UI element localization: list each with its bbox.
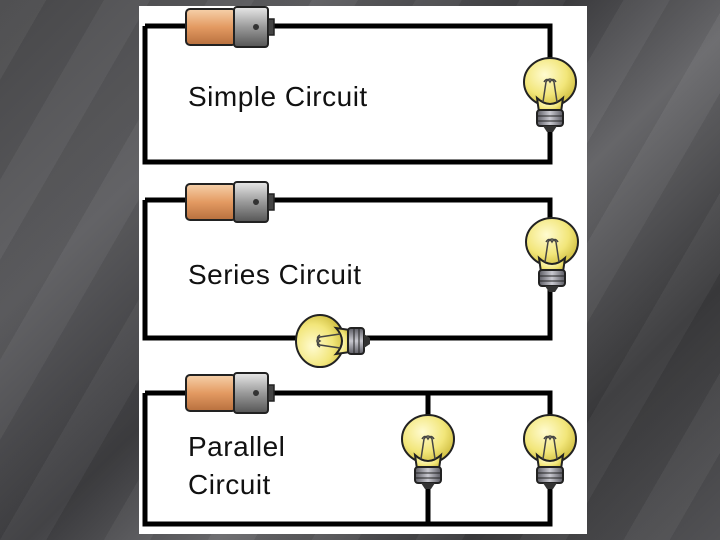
- series-circuit-wires: [142, 197, 553, 341]
- light-bulb-icon: [295, 314, 371, 368]
- series-circuit-label: Series Circuit: [188, 259, 362, 290]
- simple-circuit-wires: [142, 23, 553, 165]
- battery-icon: [185, 372, 275, 414]
- battery-icon: [185, 181, 275, 223]
- simple-circuit-label: Simple Circuit: [188, 81, 368, 112]
- light-bulb-icon: [525, 217, 579, 293]
- light-bulb-icon: [523, 57, 577, 133]
- light-bulb-icon: [401, 414, 455, 490]
- battery-icon: [185, 6, 275, 48]
- parallel-circuit-label-line2: Circuit: [188, 469, 271, 500]
- diagram-panel: [139, 6, 587, 534]
- light-bulb-icon: [523, 414, 577, 490]
- parallel-circuit-label-line1: Parallel: [188, 431, 286, 462]
